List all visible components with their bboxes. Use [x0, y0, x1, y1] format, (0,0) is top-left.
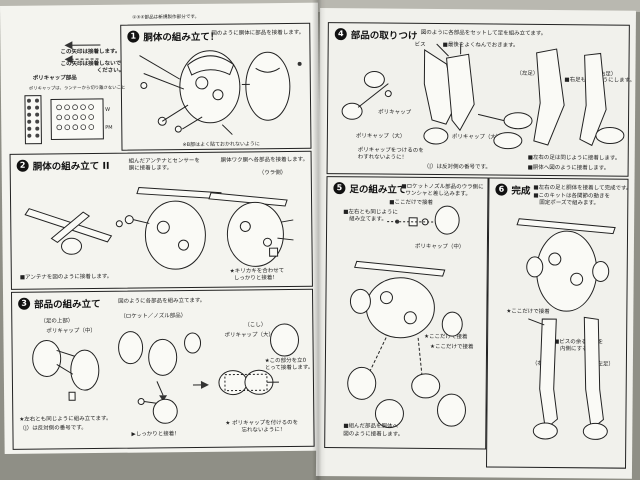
section-3-foot: ★左右とも同じように組み立てます。: [19, 415, 112, 423]
body-assembly-2-diagram: [24, 187, 294, 270]
polycap-title: ポリキャップ部品: [32, 75, 77, 82]
section-5-foot: ■組んだ部品を胴体へ: [343, 423, 399, 430]
section-3-panel: 3 部品の組み立て 図のように各部品を組み立てます。 （足の上部） ポリキャップ…: [10, 288, 315, 450]
completed-model-diagram: [516, 218, 616, 440]
body-assembly-diagram: [139, 50, 302, 135]
section-3-foot-4b: 忘れないように！: [241, 427, 286, 434]
section-3-foot-3: ▶しっかりと接着！: [131, 431, 180, 438]
section-4-warn-2: わすれないように！: [357, 154, 408, 161]
leg-attachment-diagram: [341, 43, 625, 150]
left-page: ①③④部品は新規製作部分です。: [0, 2, 323, 454]
top-caption: ①③④部品は新規製作部分です。: [132, 14, 200, 21]
section-3-foot-2: （|）は反対側の番号です。: [19, 425, 87, 432]
legend-box: この矢印は接着します。 この矢印は接着しないで ください。 ポリキャップ部品 ポ…: [10, 27, 126, 150]
leg-assembly-diagram: [347, 205, 466, 429]
section-1-panel: 1 胴体の組み立て！ 図のように胴体に部品を接着します。 ※B部はよく貼ておかれ…: [120, 22, 312, 151]
section-5-panel: 5 足の組み立て ■ロケットノズル部品のウラ側に ワンシャと差し込みます。 ■こ…: [324, 176, 489, 450]
section-2-tip-2: しっかりと接着！: [233, 275, 278, 282]
polycap-note: ポリキャップは、ランナーから切り離さないこと: [28, 85, 126, 92]
section-4-panel: 4 部品の取りつけ 図のように各部品をセットして足を組み立てます。 ビス ■最後…: [326, 22, 635, 177]
tag-w: W: [105, 106, 111, 113]
section-5-foot-2: 図のように接着します。: [343, 431, 404, 438]
antenna-note: ■アンテナを図のように接着します。: [19, 273, 113, 281]
section-2-panel: 2 胴体の組み立て II 組んだアンテナとセンサーを 胴に接着します。 胴体ワク…: [9, 150, 313, 290]
section-4-foot: （|）は反対側の番号です。: [423, 163, 491, 171]
section-6-panel: 6 完成 ■左右の足と胴体を接着して完成です。 ■このキットは各関節の動きを 固…: [485, 177, 631, 469]
tag-pm: PM: [105, 124, 113, 131]
section-4-foot-2: ■左右の足は同じように接着します。: [527, 154, 621, 162]
section-4-foot-3: ■胴体へ図のように接着します。: [527, 164, 610, 172]
legend-arrows: [24, 41, 104, 145]
parts-assembly-diagram: [32, 323, 300, 424]
book-spine-shadow: [312, 0, 326, 480]
legend-glue-text: この矢印は接着します。: [60, 48, 121, 56]
section-1-foot: ※B部はよく貼ておかれないように: [182, 141, 260, 149]
right-page: 4 部品の取りつけ 図のように各部品をセットして足を組み立てます。 ビス ■最後…: [315, 8, 636, 479]
